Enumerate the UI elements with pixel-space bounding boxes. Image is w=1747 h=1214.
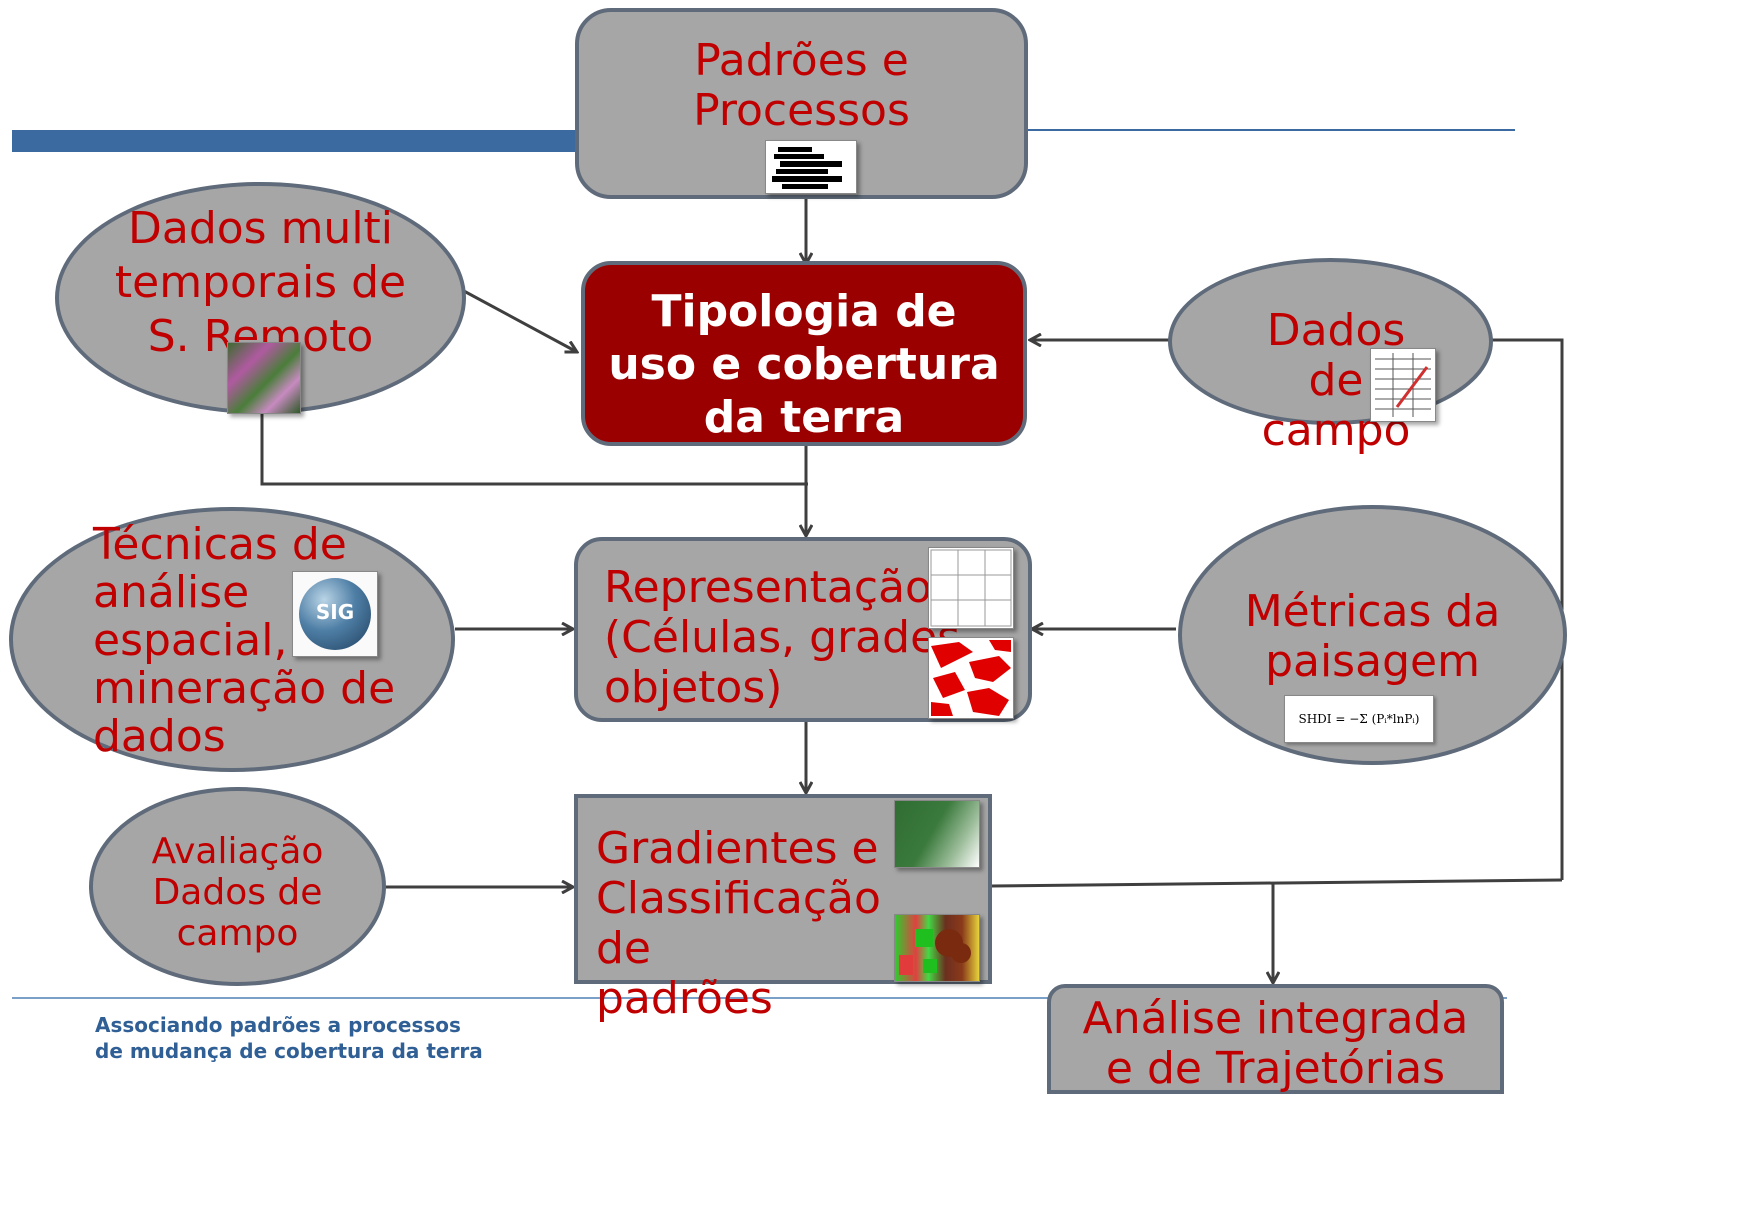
arrow-sr-tipologia [461,288,577,352]
node-dados-campo: Dados de campo [1168,258,1493,456]
node-tecnicas: Técnicas de análise espacial, mineração … [9,507,455,772]
node-label: Tipologia de uso e cobertura da terra [608,286,1000,443]
document-redacted-icon [765,140,857,194]
formula-text: SHDI = −Σ (Pᵢ*lnPᵢ) [1298,712,1420,726]
globe-icon [299,578,371,650]
node-metricas: Métricas da paisagem SHDI = −Σ (Pᵢ*lnPᵢ) [1178,505,1567,765]
shdi-formula-icon: SHDI = −Σ (Pᵢ*lnPᵢ) [1284,695,1434,743]
node-label: Análise integrada e de Trajetórias [1082,993,1469,1094]
node-label: Padrões e Processos [693,35,910,136]
node-label: Métricas da paisagem [1244,586,1501,687]
sig-globe-icon: SIG [292,571,378,657]
node-gradientes: Gradientes e Classificação de padrões [574,794,992,1024]
header-line [1000,129,1515,131]
gradient-image-icon [894,800,980,868]
node-tipologia: Tipologia de uso e cobertura da terra [581,261,1027,446]
line-sr-down [260,412,808,486]
satellite-image-icon [227,342,301,414]
patch-map-icon [928,637,1014,719]
footer-line [12,997,1507,999]
node-label: Técnicas de análise espacial, mineração … [93,519,396,762]
node-label: Dados de campo [1261,305,1411,456]
sig-label: SIG [315,600,355,624]
node-dados-sensoriamento: Dados multi temporais de S. Remoto [55,182,466,414]
node-representacao: Representação (Células, grades, objetos) [574,537,1032,722]
node-analise: Análise integrada e de Trajetórias [1047,984,1504,1094]
grid-icon [928,547,1014,629]
node-label: Gradientes e Classificação de padrões [596,823,881,1024]
line-campo-right [1491,338,1564,880]
header-bar [12,130,612,152]
node-label: Avaliação Dados de campo [151,831,324,954]
footer-caption: Associando padrões a processos de mudanç… [95,1013,483,1063]
node-avaliacao: Avaliação Dados de campo [89,787,386,986]
field-form-icon [1370,348,1436,422]
classification-map-icon [894,914,980,982]
node-label: Representação (Células, grades, objetos) [604,562,975,713]
node-label: Dados multi temporais de S. Remoto [114,203,407,362]
node-padroes-processos: Padrões e Processos [575,8,1028,199]
line-gradientes-right [990,878,1563,888]
